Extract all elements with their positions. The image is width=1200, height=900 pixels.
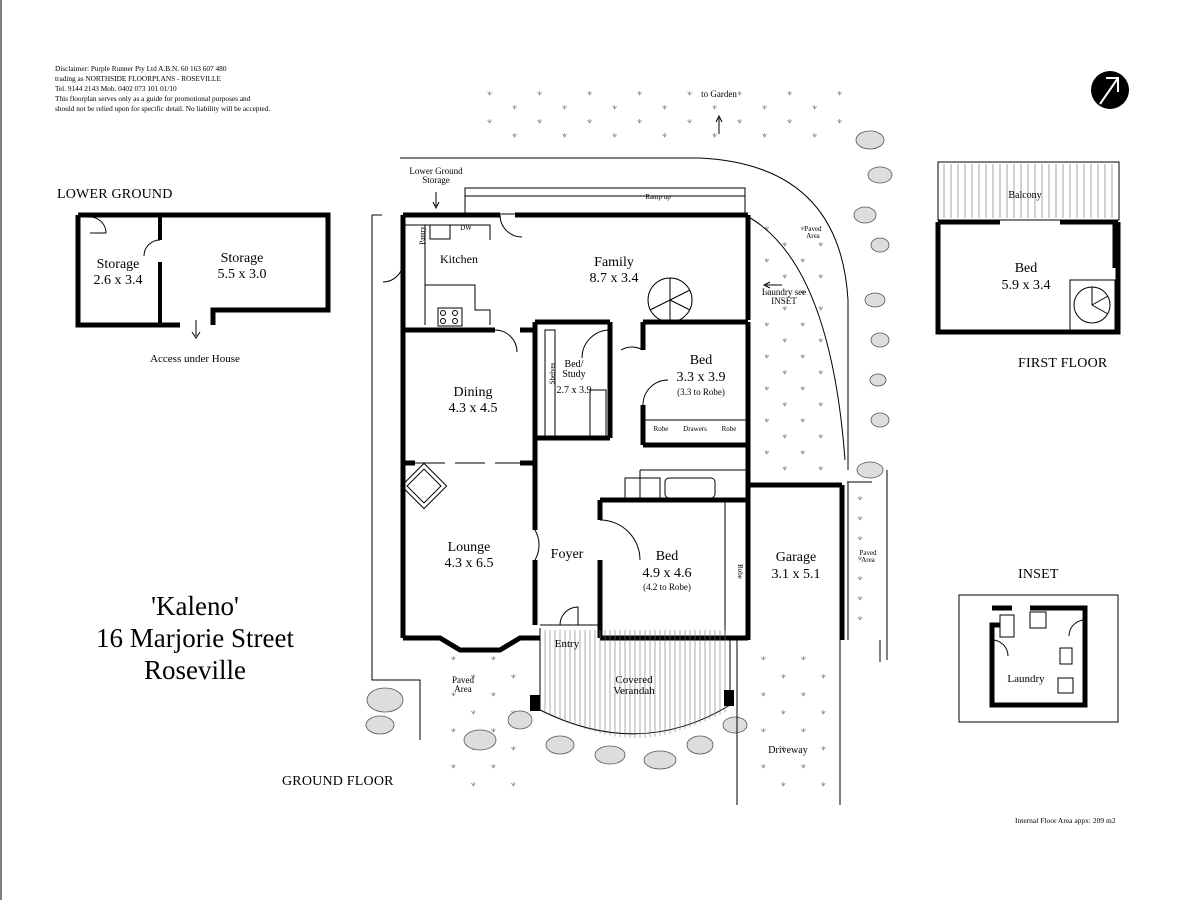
laundry-name: Laundry — [1007, 673, 1045, 685]
storage-2-dim: 5.5 x 3.0 — [217, 267, 267, 282]
first-floor-heading: FIRST FLOOR — [1018, 356, 1108, 371]
lower-ground-storage-note: Lower Ground Storage — [409, 166, 463, 185]
site-lines — [371, 157, 888, 805]
disclaimer-line-1: Disclaimer: Purple Runner Pty Ltd A.B.N.… — [55, 64, 227, 73]
disclaimer-line-2: trading as NORTHSIDE FLOORPLANS - ROSEVI… — [55, 74, 221, 83]
paved-area-note-3: Paved Area — [452, 675, 474, 694]
dw-label: DW — [460, 224, 472, 232]
study-name: Bed/ Study — [562, 359, 586, 380]
bed-1-dim: 3.3 x 3.9 — [676, 370, 726, 385]
access-under-house: Access under House — [150, 353, 240, 365]
garden-shrubs — [365, 130, 893, 770]
pantry-label: Pantry — [418, 226, 427, 245]
disclaimer-line-4: This floorplan serves only as a guide fo… — [55, 94, 251, 103]
drawers-label: Drawers — [683, 425, 707, 433]
lawn-marks — [451, 91, 863, 787]
property-suburb: Roseville — [144, 655, 246, 685]
lower-ground-heading: LOWER GROUND — [57, 187, 173, 202]
direction-arrows — [432, 114, 782, 289]
robe-label-1: Robe — [653, 425, 669, 433]
north-arrow-icon — [1091, 71, 1129, 109]
inset-heading: INSET — [1018, 567, 1059, 582]
lounge-name: Lounge — [447, 540, 491, 555]
verandah-name: Covered Verandah — [613, 674, 655, 697]
bed-3-name: Bed — [1014, 261, 1038, 276]
shelves-note: Shelves — [548, 362, 557, 385]
dining-name: Dining — [453, 385, 493, 400]
family-name: Family — [594, 255, 634, 270]
study-dim: 2.7 x 3.9 — [556, 385, 592, 396]
driveway-note: Driveway — [768, 745, 808, 756]
garage-name: Garage — [775, 550, 817, 565]
lower-ground-plan — [75, 212, 331, 339]
to-garden-note: to Garden — [701, 89, 737, 99]
bed-3-dim: 5.9 x 3.4 — [1001, 278, 1051, 293]
verandah-posts — [530, 690, 734, 711]
bed-2-note: (4.2 to Robe) — [643, 582, 691, 592]
family-dim: 8.7 x 3.4 — [589, 271, 639, 286]
ground-floor-heading: GROUND FLOOR — [282, 774, 394, 789]
robe-label-3: Robe — [735, 564, 744, 579]
disclaimer-line-3: Tel. 9144 2143 Mob. 0402 073 101 01/10 — [55, 84, 177, 93]
storage-1-dim: 2.6 x 3.4 — [93, 273, 143, 288]
disclaimer: Disclaimer: Purple Runner Pty Ltd A.B.N.… — [55, 64, 270, 114]
foyer-name: Foyer — [550, 547, 584, 562]
entry-name: Entry — [554, 638, 580, 650]
dining-dim: 4.3 x 4.5 — [448, 401, 498, 416]
storage-1-name: Storage — [96, 257, 140, 272]
internal-floor-area: Internal Floor Area appx: 209 m2 — [1015, 816, 1116, 825]
property-street: 16 Marjorie Street — [96, 623, 294, 653]
property-title: 'Kaleno' 16 Marjorie Street Roseville — [75, 590, 315, 686]
robe-label-2: Robe — [721, 425, 737, 433]
bed-1-name: Bed — [689, 353, 713, 368]
ramp-up-note: Ramp up — [645, 193, 671, 201]
laundry-see-inset-note: Laundry see INSET — [761, 287, 807, 306]
lounge-dim: 4.3 x 6.5 — [444, 556, 494, 571]
storage-2-name: Storage — [220, 251, 264, 266]
first-floor-plan — [935, 161, 1121, 335]
paved-area-note-1: Paved Area — [804, 225, 822, 240]
disclaimer-line-5: should not be relied upon for specific d… — [55, 104, 271, 113]
paved-area-note-2: Paved Area — [859, 549, 877, 564]
kitchen-name: Kitchen — [440, 252, 478, 266]
verandah-decking — [544, 630, 726, 738]
bed-2-dim: 4.9 x 4.6 — [642, 566, 692, 581]
balcony-name: Balcony — [1008, 190, 1042, 201]
inset-plan — [958, 594, 1119, 723]
bed-2-name: Bed — [655, 549, 679, 564]
garage-dim: 3.1 x 5.1 — [771, 567, 821, 582]
bed-1-note: (3.3 to Robe) — [677, 387, 725, 397]
interior-thin-lines — [382, 187, 748, 735]
property-name: 'Kaleno' — [151, 591, 239, 621]
